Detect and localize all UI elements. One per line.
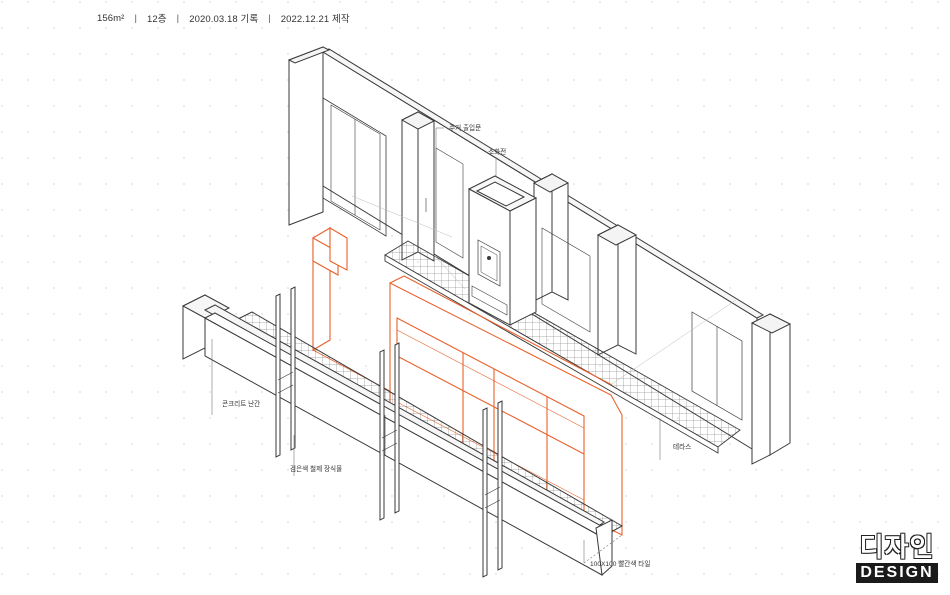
meta-area: 156m² bbox=[97, 12, 125, 24]
logo-english-text: DESIGN bbox=[856, 563, 938, 583]
label-black-steel-ornament: 검은색 철제 장식물 bbox=[290, 464, 342, 473]
logo-korean-text: 디자인 bbox=[859, 533, 935, 563]
brand-logo: 디자인 DESIGN bbox=[854, 534, 940, 583]
steel-post-2 bbox=[379, 342, 400, 521]
label-red-tile: 100X100 빨간색 타일 bbox=[590, 559, 650, 568]
steel-ornaments bbox=[275, 286, 503, 578]
meta-floor: 12층 bbox=[147, 14, 167, 25]
label-residential-entrance: 주거 출입문 bbox=[449, 123, 481, 132]
steel-post-1 bbox=[275, 286, 296, 458]
meta-separator: | bbox=[268, 12, 271, 24]
meta-recorded-date: 2020.03.18 기록 bbox=[189, 14, 259, 25]
meta-produced-date: 2022.12.21 제작 bbox=[280, 14, 350, 25]
label-fire-hydrant: 소화전 bbox=[488, 147, 506, 156]
concrete-railing bbox=[181, 294, 624, 577]
steel-post-3 bbox=[482, 400, 503, 578]
meta-separator: | bbox=[134, 12, 138, 24]
meta-separator: | bbox=[176, 12, 180, 24]
fire-hydrant-cabinet bbox=[467, 175, 538, 326]
project-meta-bar: 156m² | 12층 | 2020.03.18 기록 | 2022.12.21… bbox=[97, 11, 350, 26]
leader-lines bbox=[211, 127, 737, 564]
label-concrete-railing: 콘크리트 난간 bbox=[222, 399, 260, 408]
label-terrace: 테라스 bbox=[673, 442, 691, 451]
